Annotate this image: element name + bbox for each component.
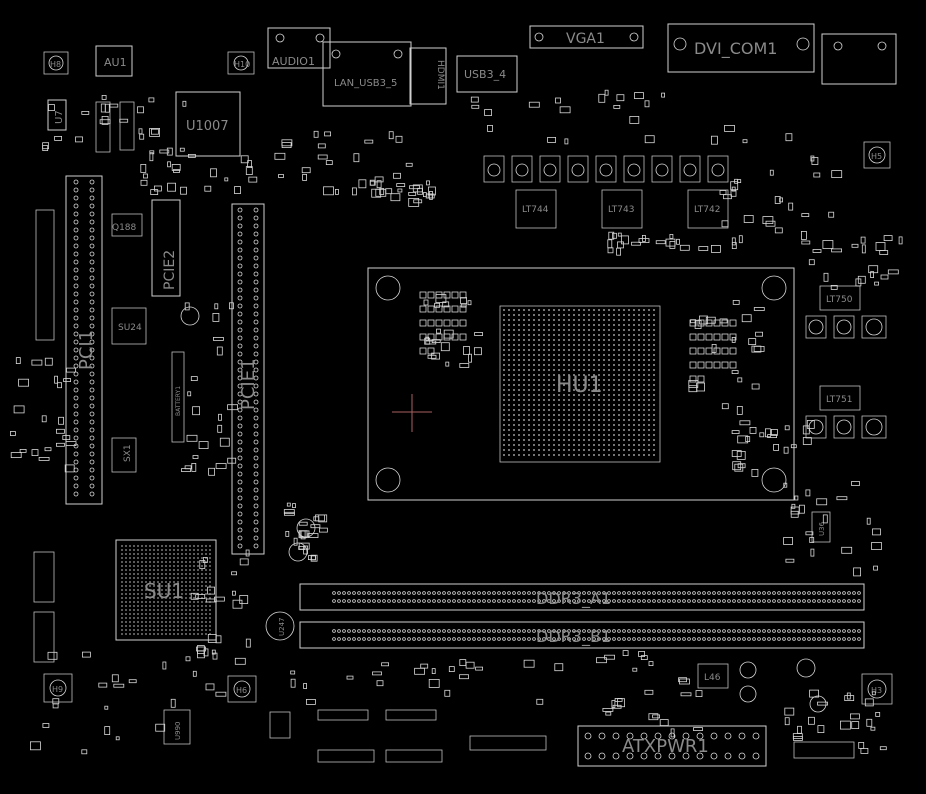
inductor-l46[interactable]: L46 <box>697 663 729 689</box>
u990-chip[interactable]: U990 <box>163 709 191 745</box>
lan-usb-connector[interactable]: LAN_USB3_5 <box>322 41 412 107</box>
usb-connector[interactable]: USB3_4 <box>456 55 518 93</box>
u1007-chip[interactable]: U1007 <box>175 91 241 157</box>
audio-connector[interactable]: AUDIO1 <box>267 27 331 69</box>
pcie1-pins <box>237 207 259 549</box>
h9-label: H9 <box>52 685 63 694</box>
chip-col <box>95 101 111 153</box>
mount-hole-h5[interactable]: H5 <box>863 141 891 169</box>
ddr3-slot-b1[interactable]: DDR3_B1 <box>299 621 865 649</box>
lt742-label: LT742 <box>694 205 720 215</box>
caps-bottom <box>288 518 827 713</box>
h6-label: H6 <box>236 686 247 695</box>
q188-chip[interactable]: Q188 <box>111 213 143 237</box>
cap-u247[interactable]: U247 <box>265 611 295 641</box>
lt744-label: LT744 <box>522 205 549 215</box>
inductor-lt742[interactable]: LT742 <box>687 189 729 229</box>
pci1-label: PCI1 <box>76 330 97 370</box>
mount-hole-h3[interactable]: H3 <box>861 673 893 705</box>
vrm-components <box>419 291 737 383</box>
mount-hole-h10[interactable]: H10 <box>227 51 255 75</box>
caps-right <box>805 315 887 439</box>
ddr-b-pins <box>332 629 861 641</box>
pci1-slot[interactable]: PCI1 <box>65 175 103 505</box>
u7-label: U7 <box>54 110 65 124</box>
l46-label: L46 <box>704 673 721 683</box>
pci1-pins <box>73 179 95 497</box>
smd-components <box>9 89 903 755</box>
su24-label: SU24 <box>118 323 142 333</box>
bottom-headers <box>33 551 855 763</box>
atx-pins <box>584 732 760 760</box>
inductor-lt743[interactable]: LT743 <box>601 189 643 229</box>
pcie2-label: PCIE2 <box>162 250 178 290</box>
ddr-a-pins <box>332 591 861 603</box>
mount-hole-h8[interactable]: H8 <box>43 51 69 75</box>
inductor-lt751[interactable]: LT751 <box>819 385 861 411</box>
ps2-connector[interactable] <box>821 33 897 85</box>
u1007-label: U1007 <box>186 119 229 134</box>
hdmi-connector[interactable]: HDMI1 <box>409 47 447 105</box>
lt750-label: LT750 <box>826 295 853 305</box>
atx-label: ATXPWR1 <box>622 736 709 757</box>
mosfet-row <box>483 155 729 183</box>
sx1-chip[interactable]: SX1 <box>111 437 137 473</box>
u36-chip[interactable]: U36 <box>811 511 831 543</box>
vga-label: VGA1 <box>566 31 605 47</box>
mount-hole-h9[interactable]: H9 <box>43 673 73 703</box>
ddr-b-label: DDR3_B1 <box>536 627 611 647</box>
round-part <box>180 306 200 326</box>
q188-label: Q188 <box>112 223 137 233</box>
au1-label: AU1 <box>104 56 127 69</box>
sx1-label: SX1 <box>123 444 133 462</box>
su1-ball-grid <box>121 545 211 635</box>
lt743-label: LT743 <box>608 205 634 215</box>
mount-hole-h6[interactable]: H6 <box>227 675 257 703</box>
ddr-a-label: DDR3_A1 <box>536 589 611 609</box>
h3-label: H3 <box>871 686 882 695</box>
u247-label: U247 <box>278 618 286 636</box>
su24-chip[interactable]: SU24 <box>111 307 147 345</box>
au1-chip[interactable]: AU1 <box>95 45 133 77</box>
hu1-label: HU1 <box>556 373 603 398</box>
u36-label: U36 <box>818 521 826 536</box>
u990-label: U990 <box>174 722 182 740</box>
u7-chip[interactable]: U7 <box>47 99 67 131</box>
audio-label: AUDIO1 <box>272 55 315 68</box>
battery-label: BATTERY1 <box>175 386 182 416</box>
dvi-label: DVI_COM1 <box>694 39 777 59</box>
h8-label: H8 <box>50 60 61 69</box>
usb-label: USB3_4 <box>464 68 506 81</box>
header-left <box>35 209 55 341</box>
h10-label: H10 <box>234 60 250 69</box>
pcie1-label: PCIE1 <box>238 358 259 410</box>
pcie2-slot[interactable]: PCIE2 <box>151 199 181 297</box>
inductor-lt744[interactable]: LT744 <box>515 189 557 229</box>
cpu-ball-grid <box>503 309 655 456</box>
ddr3-slot-a1[interactable]: DDR3_A1 <box>299 583 865 611</box>
atx-power-connector[interactable]: ATXPWR1 <box>577 725 767 767</box>
lan-usb-label: LAN_USB3_5 <box>334 78 397 89</box>
origin-marker <box>392 394 432 432</box>
su1-label: SU1 <box>144 579 184 603</box>
lt751-label: LT751 <box>826 395 852 405</box>
hdmi-label: HDMI1 <box>435 60 445 90</box>
pcie1-slot[interactable]: PCIE1 <box>231 203 265 555</box>
cpu-socket-hu1[interactable]: HU1 <box>367 267 795 501</box>
vga-connector[interactable]: VGA1 <box>529 25 644 49</box>
chip-col-2 <box>119 101 135 151</box>
inductor-lt750[interactable]: LT750 <box>819 285 861 311</box>
chipset-su1[interactable]: SU1 <box>115 539 217 641</box>
battery[interactable]: BATTERY1 <box>171 351 185 443</box>
h5-label: H5 <box>871 152 882 161</box>
dvi-connector[interactable]: DVI_COM1 <box>667 23 815 73</box>
